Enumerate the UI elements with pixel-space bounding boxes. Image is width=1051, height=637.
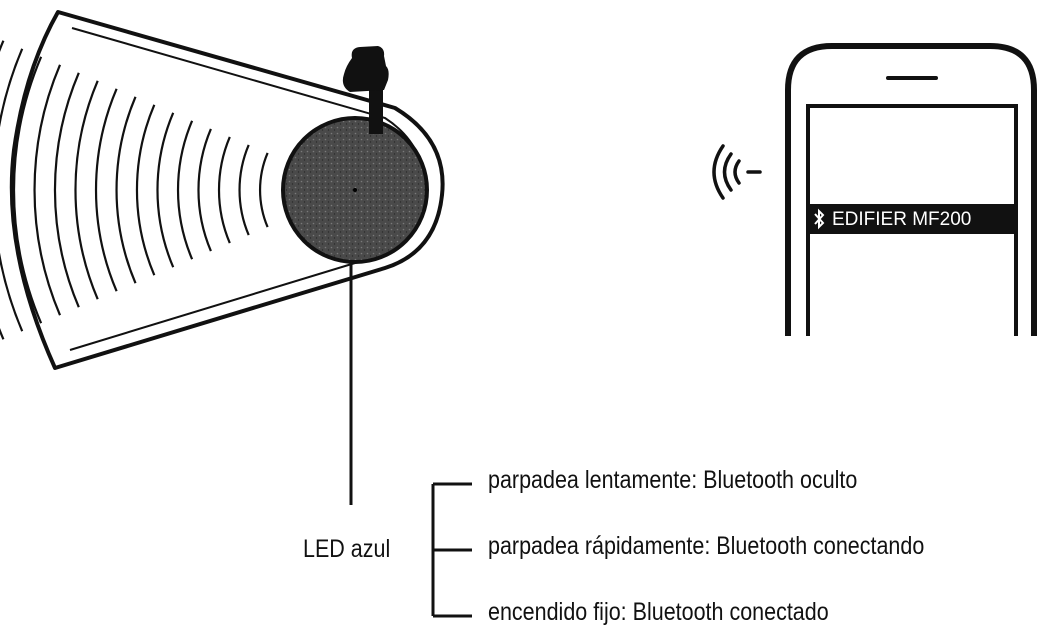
- legend-item-steady: encendido fijo: Bluetooth conectado: [488, 598, 829, 626]
- device-name: EDIFIER MF200: [832, 208, 972, 230]
- sound-arc: [258, 152, 269, 228]
- sound-arc: [53, 72, 80, 308]
- sound-arc: [33, 64, 62, 316]
- wireless-signal-icon: [712, 144, 762, 200]
- speaker: [0, 10, 445, 370]
- sound-arc: [217, 136, 231, 244]
- sound-arc: [135, 104, 156, 276]
- legend-item-fast-blink: parpadea rápidamente: Bluetooth conectan…: [488, 532, 925, 560]
- legend-bracket: [431, 482, 472, 618]
- sound-arc: [156, 112, 175, 268]
- sound-arc: [0, 48, 24, 332]
- phone: [785, 43, 1037, 336]
- sound-arc: [0, 40, 5, 340]
- sound-arcs: [0, 40, 269, 340]
- sound-arc: [176, 120, 194, 260]
- hand-press-icon: [342, 46, 389, 134]
- legend-title: LED azul: [303, 535, 391, 563]
- sound-arc: [115, 96, 137, 284]
- sound-arc: [197, 128, 212, 252]
- bluetooth-icon: [814, 208, 825, 230]
- sound-arc: [94, 88, 118, 292]
- device-name-bar[interactable]: [808, 204, 1016, 234]
- sound-arc: [238, 144, 250, 236]
- button-center-dot: [353, 188, 357, 192]
- speaker-body: [9, 10, 445, 370]
- legend-item-slow-blink: parpadea lentamente: Bluetooth oculto: [488, 466, 858, 494]
- sound-arc: [74, 80, 99, 300]
- device-name-row[interactable]: EDIFIER MF200: [812, 206, 971, 232]
- sound-arc: [12, 56, 43, 324]
